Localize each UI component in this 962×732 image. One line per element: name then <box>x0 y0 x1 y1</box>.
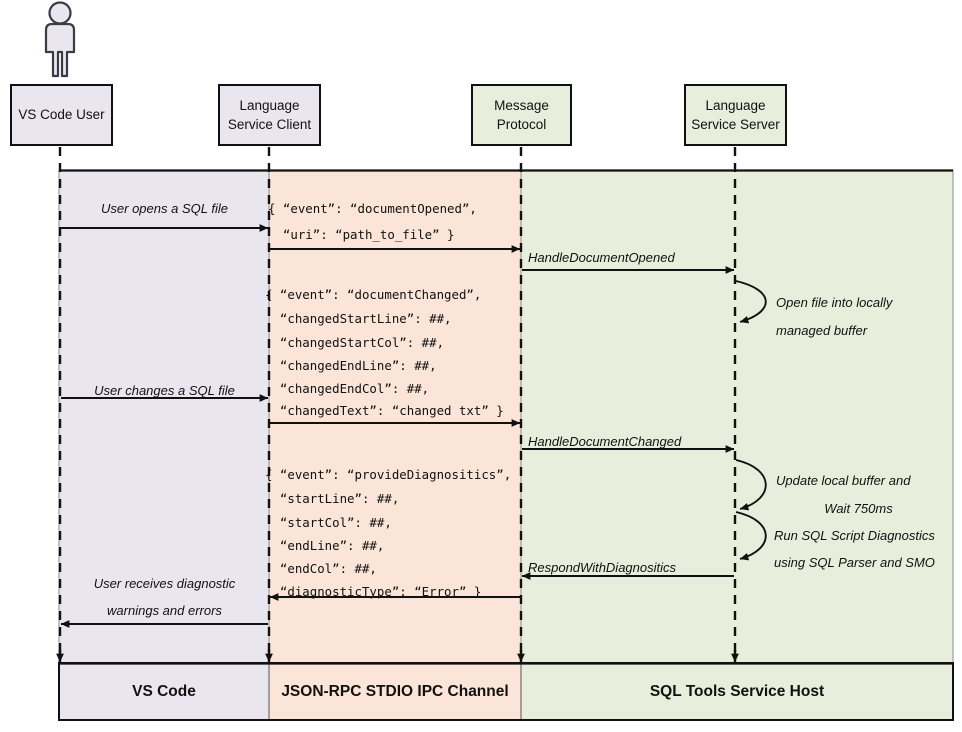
footer-label-vscode: VS Code <box>132 683 196 700</box>
note-update-buffer-line1: Update local buffer and <box>776 473 911 488</box>
payload-document-changed-line2: “changedStartLine”: ##, <box>265 311 452 326</box>
message-label-user-receives-line1: User receives diagnostic <box>93 576 236 591</box>
lifelines <box>58 147 737 655</box>
participant-language-service-server[interactable]: Language Service Server <box>684 84 787 146</box>
selfloop-open-file <box>735 280 767 324</box>
payload-document-changed-line3: “changedStartCol”: ##, <box>265 335 445 350</box>
payload-document-opened-line1: { “event”: “documentOpened”, <box>268 201 477 216</box>
footer-label-sql-tools-service-host: SQL Tools Service Host <box>649 683 825 700</box>
note-run-diagnostics-line2: using SQL Parser and SMO <box>774 555 935 570</box>
payload-provide-diagnostics-line4: “endLine”: ##, <box>265 538 385 553</box>
person-icon <box>44 1 76 78</box>
participant-label-line1: VS Code User <box>18 107 105 123</box>
message-label-user-opens-file: User opens a SQL file <box>101 201 228 216</box>
participant-label-line1: Language <box>705 97 766 113</box>
participant-message-protocol[interactable]: Message Protocol <box>471 84 572 146</box>
payload-document-opened-line2: “uri”: “path_to_file” } <box>268 227 455 242</box>
message-label-handle-document-opened: HandleDocumentOpened <box>528 250 675 265</box>
footer-label-ipc-channel: JSON-RPC STDIO IPC Channel <box>281 683 509 700</box>
selfloop-run-diagnostics <box>735 511 767 561</box>
note-run-diagnostics-line1: Run SQL Script Diagnostics <box>774 528 935 543</box>
note-update-buffer-line2: Wait 750ms <box>824 501 893 516</box>
payload-provide-diagnostics-line5: “endCol”: ##, <box>265 561 377 576</box>
selfloop-update-buffer <box>735 459 767 511</box>
payload-provide-diagnostics-line1: { “event”: “provideDiagnositics”, <box>265 467 512 482</box>
payload-document-changed-line5: “changedEndCol”: ##, <box>265 381 430 396</box>
participant-label-line1: Message <box>494 97 549 113</box>
payload-provide-diagnostics-line6: “diagnosticType”: “Error” } <box>265 584 482 599</box>
participant-label-line1: Language <box>239 97 300 113</box>
note-open-file-line2: managed buffer <box>776 323 868 338</box>
participant-label-line2: Protocol <box>496 117 547 132</box>
note-open-file-line1: Open file into locally <box>776 295 893 310</box>
message-label-respond-with-diagnostics: RespondWithDiagnositics <box>528 560 677 575</box>
participant-vscode-user[interactable]: VS Code User <box>10 84 113 146</box>
payload-document-changed-line6: “changedText”: “changed txt” } <box>265 403 504 418</box>
payload-provide-diagnostics-line3: “startCol”: ##, <box>265 515 392 530</box>
payload-document-changed-line1: { “event”: “documentChanged”, <box>265 287 482 302</box>
payload-document-changed-line4: “changedEndLine”: ##, <box>265 358 437 373</box>
message-label-handle-document-changed: HandleDocumentChanged <box>528 434 682 449</box>
message-label-user-receives-line2: warnings and errors <box>107 603 222 618</box>
message-label-user-changes-file: User changes a SQL file <box>94 383 235 398</box>
participant-label-line2: Service Client <box>227 117 312 132</box>
payload-provide-diagnostics-line2: “startLine”: ##, <box>265 491 400 506</box>
participant-label-line2: Service Server <box>691 117 780 132</box>
participant-language-service-client[interactable]: Language Service Client <box>218 84 321 146</box>
